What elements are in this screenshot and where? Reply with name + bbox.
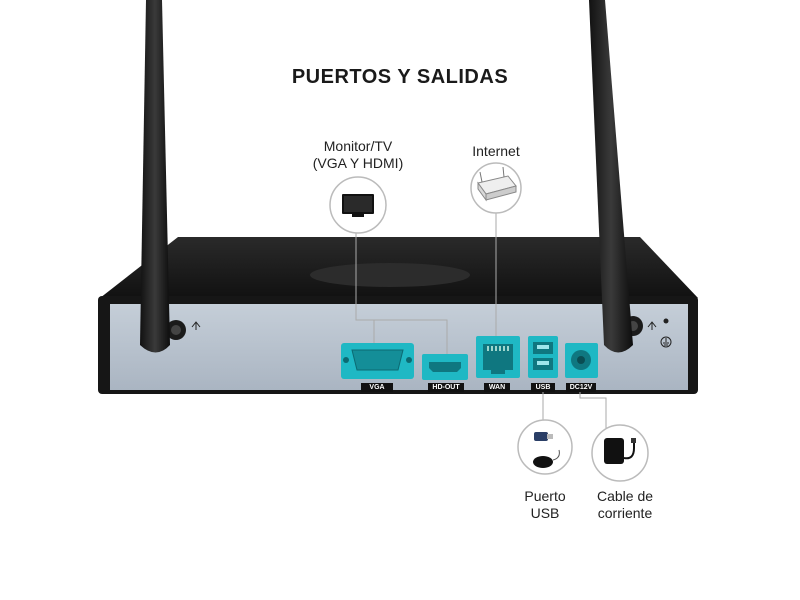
power-label: Cable de corriente [580, 488, 670, 522]
antenna-connector-left [166, 320, 186, 340]
reset-hole-icon [663, 318, 669, 324]
monitor-label: Monitor/TV (VGA Y HDMI) [298, 138, 418, 172]
monitor-icon [342, 194, 374, 217]
internet-label: Internet [472, 143, 520, 159]
vga-port-label: VGA [361, 383, 393, 392]
internet-callout [470, 162, 522, 214]
usb-port-label: USB [531, 383, 555, 392]
ground-icon [660, 336, 672, 348]
power-label-line2: corriente [597, 505, 653, 521]
hdmi-port-label: HD-OUT [428, 383, 464, 392]
usb-dongle-icon [534, 432, 553, 441]
wan-port [476, 336, 520, 378]
antenna-right [589, 0, 633, 353]
antenna-left [140, 0, 170, 353]
usb-label: Puerto USB [505, 488, 585, 522]
power-adapter-icon [604, 438, 636, 464]
usb-label-line2: USB [530, 505, 560, 521]
wan-port-label: WAN [484, 383, 510, 392]
vga-port [341, 343, 414, 379]
monitor-label-line2: (VGA Y HDMI) [312, 155, 404, 171]
page-title: PUERTOS Y SALIDAS [291, 66, 509, 88]
monitor-label-line1: Monitor/TV [323, 138, 393, 154]
usb-callout [517, 419, 573, 475]
hdmi-port [422, 354, 468, 380]
mouse-icon [533, 449, 560, 468]
power-label-line1: Cable de [596, 488, 654, 504]
router-icon [477, 166, 517, 202]
power-callout [591, 424, 649, 482]
monitor-callout [329, 176, 387, 234]
wifi-symbol-icon [191, 321, 657, 330]
dc-power-port [565, 343, 598, 378]
usb-label-line1: Puerto [524, 488, 566, 504]
usb-ports [528, 336, 558, 378]
dc-port-label: DC12V [566, 383, 596, 392]
